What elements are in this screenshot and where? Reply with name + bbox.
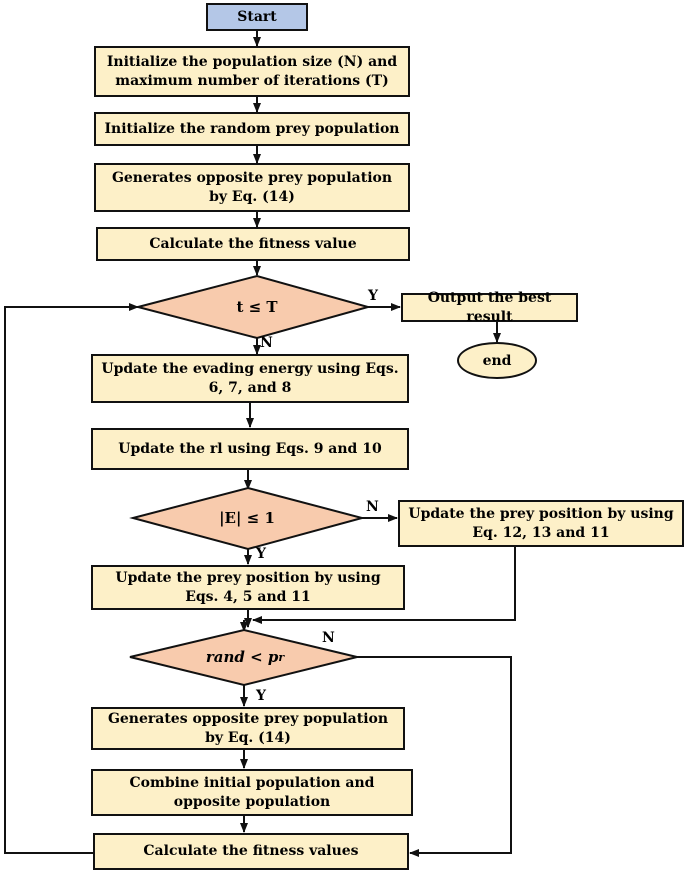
label-yes-e: Y xyxy=(256,546,266,562)
init-prey-box: Initialize the random prey population xyxy=(94,112,410,146)
decision-t-le-T-label: t ≤ T xyxy=(236,298,278,316)
update-pos-y-box: Update the prey position by using Eqs. 4… xyxy=(91,565,405,610)
update-energy-box: Update the evading energy using Eqs. 6, … xyxy=(91,354,409,403)
end-node: end xyxy=(457,342,537,379)
calc-fitness-box: Calculate the fitness value xyxy=(96,227,410,261)
decision-t-le-T xyxy=(134,274,372,340)
arrow-condrand-no-to-fitnessvalues xyxy=(357,656,512,857)
decision-rand-lt-pr xyxy=(129,628,358,687)
output-best-box: Output the best result xyxy=(401,290,578,325)
arrow-loop-back xyxy=(4,303,139,854)
label-no-e: N xyxy=(366,499,379,515)
rand-expression: rand < p xyxy=(205,648,279,666)
init-params-box: Initialize the population size (N) and m… xyxy=(94,46,410,97)
arrow-posn-to-merge xyxy=(252,547,516,624)
label-no-t: N xyxy=(260,335,273,351)
label-no-rand: N xyxy=(322,630,335,646)
rand-subscript: r xyxy=(278,650,285,664)
decision-abs-e-label: |E| ≤ 1 xyxy=(219,509,275,527)
update-rl-box: Update the rl using Eqs. 9 and 10 xyxy=(91,428,409,470)
gen-opposite-box-1: Generates opposite prey population by Eq… xyxy=(94,163,410,212)
combine-box: Combine initial population and opposite … xyxy=(91,769,413,816)
label-yes-t: Y xyxy=(368,288,378,304)
gen-opposite-box-2: Generates opposite prey population by Eq… xyxy=(91,707,405,750)
decision-abs-e-le-1 xyxy=(129,486,366,551)
label-yes-rand: Y xyxy=(256,688,266,704)
update-pos-n-box: Update the prey position by using Eq. 12… xyxy=(398,500,684,547)
start-node: Start xyxy=(206,3,308,31)
calc-fitness-values-box: Calculate the fitness values xyxy=(93,833,409,870)
